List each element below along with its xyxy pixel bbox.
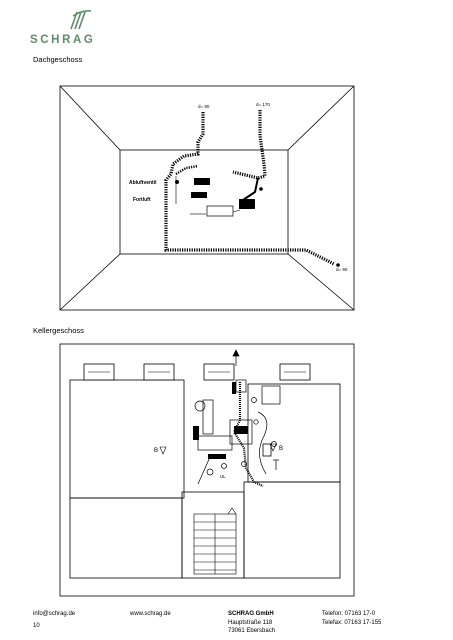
basement-label-ul: UL [220,474,226,479]
footer-street: Hauptstraße 118 [228,619,273,626]
attic-label-outgoing-air: Fortluft [133,197,151,203]
basement-label-b-left: B [154,448,158,454]
page-footer: info@schrag.de www.schrag.de SCHRAG GmbH… [0,605,453,640]
footer-fax: Telefax: 07163 17-155 [322,619,382,626]
basement-label-b-right: B [279,446,283,452]
basement-section-label: Kellergeschoss [33,326,84,335]
attic-floor-plan: d= 90 d= 170 Abluftventil Fortluft d= 90 [59,85,355,311]
page-number: 10 [33,623,40,629]
attic-label-d90-top: d= 90 [198,104,210,109]
footer-email: info@schrag.de [33,611,76,617]
attic-section-label: Dachgeschoss [33,55,83,64]
basement-floor-plan: B B UL [59,343,355,597]
footer-phone: Telefon: 07163 17-0 [322,611,376,617]
footer-company: SCHRAG GmbH [228,611,274,617]
attic-label-d170: d= 170 [256,102,270,107]
attic-label-exhaust-valve: Abluftventil [129,180,157,186]
schrag-logo: SCHRAG [30,8,110,50]
attic-label-d90-right: d= 90 [336,267,348,272]
logo-mark-icon [70,10,92,30]
footer-website: www.schrag.de [130,611,171,617]
logo-text: SCHRAG [30,34,96,46]
footer-city: 73061 Ebersbach [228,628,276,634]
